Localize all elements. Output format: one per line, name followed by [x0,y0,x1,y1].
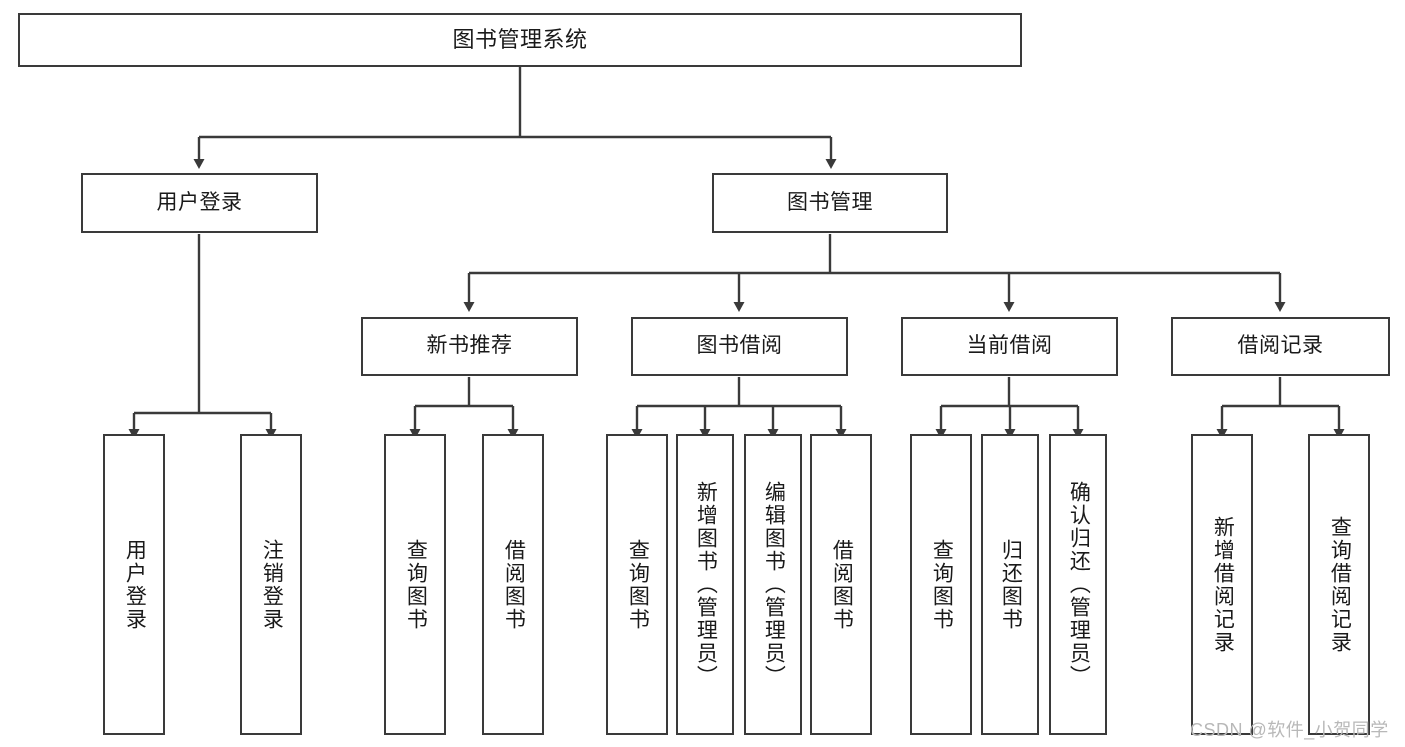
node-leaf-add-borrow-record[interactable]: 新增借阅记录 [1191,434,1253,735]
node-borrow-record-label: 借阅记录 [1237,334,1324,358]
node-leaf-borrow-book-1-label: 借阅图书 [502,538,526,631]
node-leaf-query-book-1[interactable]: 查询图书 [384,434,446,735]
node-leaf-return-book-label: 归还图书 [999,538,1023,631]
node-leaf-query-borrow-record-label: 查询借阅记录 [1328,515,1352,654]
node-leaf-query-book-3[interactable]: 查询图书 [910,434,972,735]
node-leaf-borrow-book-1[interactable]: 借阅图书 [482,434,544,735]
node-leaf-user-login-label: 用户登录 [123,538,147,631]
node-user-login-label: 用户登录 [156,190,243,214]
node-leaf-query-borrow-record[interactable]: 查询借阅记录 [1308,434,1370,735]
node-book-manage[interactable]: 图书管理 [712,173,948,233]
node-leaf-query-book-2[interactable]: 查询图书 [606,434,668,735]
node-leaf-confirm-return[interactable]: 确认归还（管理员） [1049,434,1107,735]
node-borrow-record[interactable]: 借阅记录 [1171,317,1390,376]
node-leaf-query-book-3-label: 查询图书 [930,538,954,631]
node-current-borrow[interactable]: 当前借阅 [901,317,1118,376]
node-root-label: 图书管理系统 [452,27,588,53]
node-leaf-user-login[interactable]: 用户登录 [103,434,165,735]
node-book-borrow[interactable]: 图书借阅 [631,317,848,376]
node-leaf-query-book-2-label: 查询图书 [626,538,650,631]
node-leaf-add-book-label: 新增图书（管理员） [694,481,718,688]
node-book-manage-label: 图书管理 [787,190,873,214]
node-leaf-borrow-book-2[interactable]: 借阅图书 [810,434,872,735]
node-leaf-edit-book-label: 编辑图书（管理员） [762,481,786,688]
node-leaf-logout-login-label: 注销登录 [260,538,284,631]
node-leaf-confirm-return-label: 确认归还（管理员） [1067,481,1091,688]
node-leaf-add-borrow-record-label: 新增借阅记录 [1211,515,1235,654]
node-leaf-logout-login[interactable]: 注销登录 [240,434,302,735]
node-new-book-recommend[interactable]: 新书推荐 [361,317,578,376]
node-leaf-edit-book[interactable]: 编辑图书（管理员） [744,434,802,735]
node-leaf-borrow-book-2-label: 借阅图书 [830,538,854,631]
node-user-login[interactable]: 用户登录 [81,173,318,233]
node-leaf-return-book[interactable]: 归还图书 [981,434,1039,735]
node-root[interactable]: 图书管理系统 [18,13,1022,67]
node-current-borrow-label: 当前借阅 [966,334,1053,358]
node-new-book-recommend-label: 新书推荐 [426,334,513,358]
node-leaf-add-book[interactable]: 新增图书（管理员） [676,434,734,735]
csdn-watermark: CSDN @软件_小贺同学 [1190,720,1389,740]
node-leaf-query-book-1-label: 查询图书 [404,538,428,631]
node-book-borrow-label: 图书借阅 [696,334,783,358]
